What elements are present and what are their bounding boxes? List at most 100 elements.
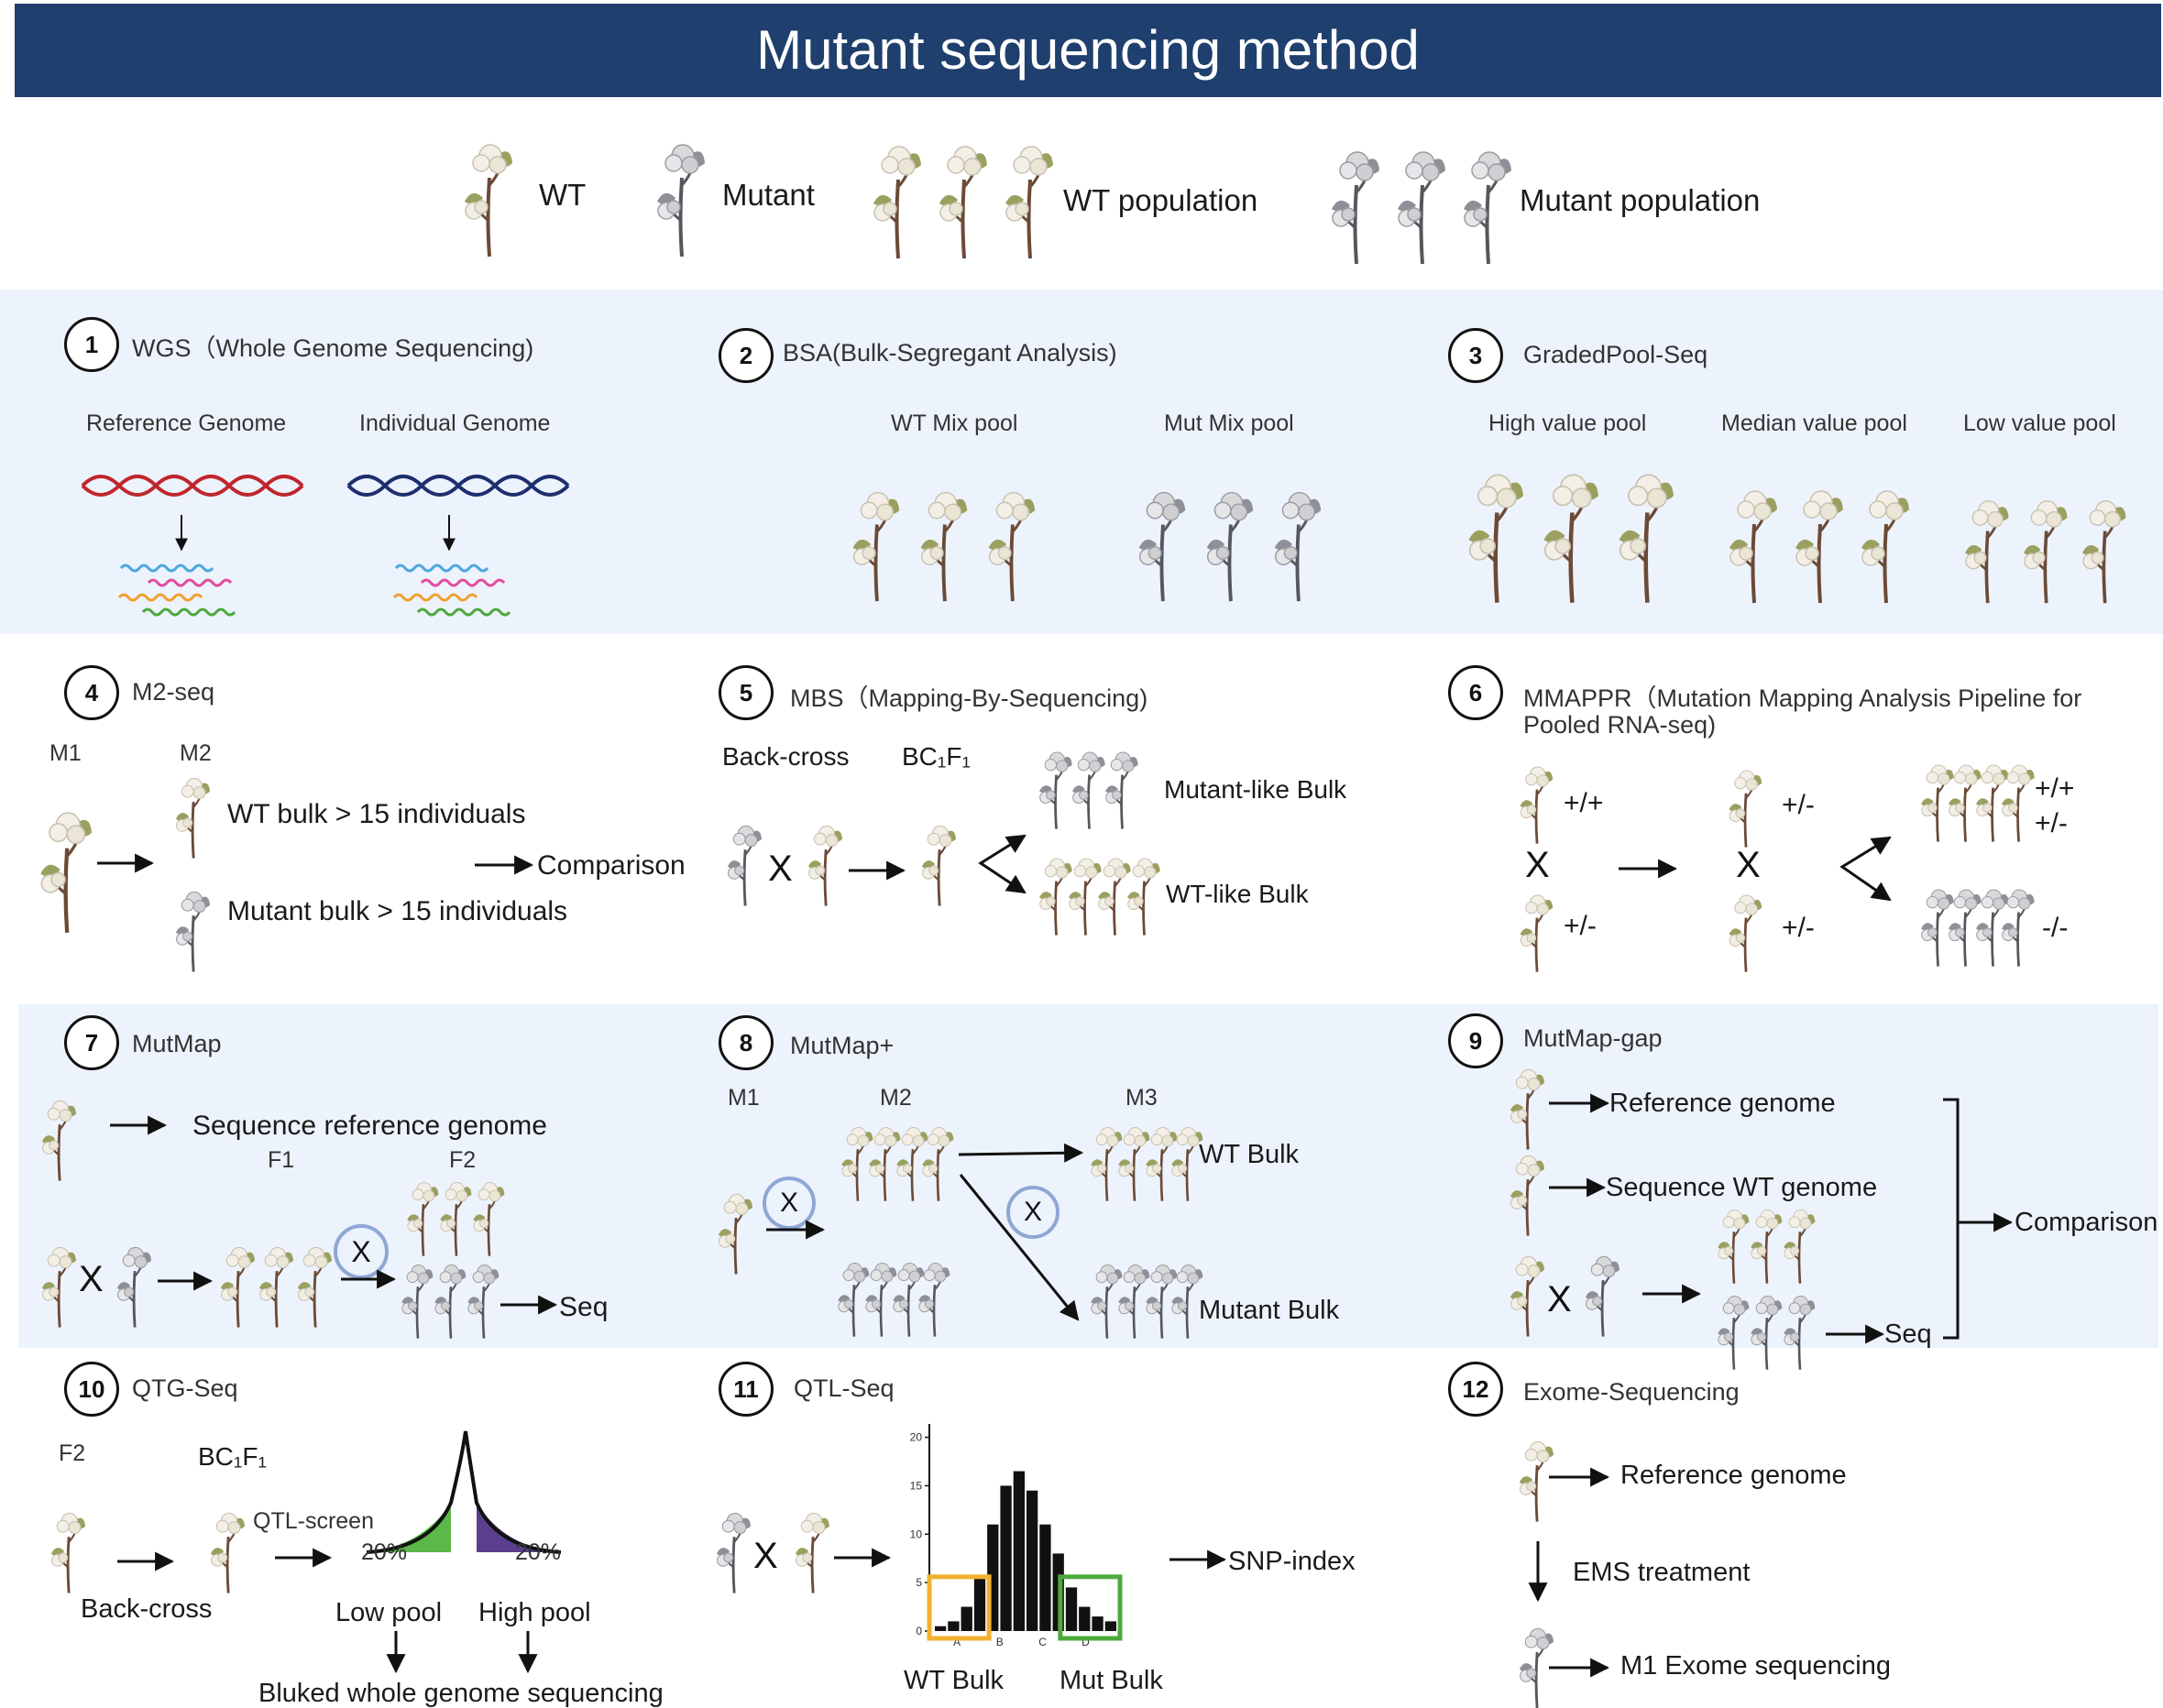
histogram-bar-12 [1092,1616,1103,1631]
s1-title: WGS（Whole Genome Sequencing) [132,334,534,362]
histogram-bar-5 [1000,1485,1012,1631]
x-tick-label-0: A [953,1636,961,1648]
title-bar: Mutant sequencing method [15,4,2161,97]
s4-mutant-bulk-label: Mutant bulk > 15 individuals [227,896,568,926]
legend-wt-population-icon [863,132,1065,260]
s6-mut-outcome-plants [1919,888,2035,968]
highlight-box-1 [1058,1574,1123,1641]
s1-number-badge: 1 [64,317,119,372]
s8-self-cross-mark-2: X [1023,1197,1042,1227]
s8-self-cross-mark-1: X [779,1188,798,1218]
s2-wt-pool-plants [843,478,1054,603]
s8-wt-bulk-label: WT Bulk [1199,1140,1300,1169]
s3-low-pool-plants [1956,487,2139,605]
s8-m3-wt-plants [1089,1126,1204,1202]
s12-title: Exome-Sequencing [1523,1378,1740,1406]
s7-title: MutMap [132,1030,222,1057]
legend-mutant-icon [647,130,711,258]
s8-title: MutMap+ [790,1032,895,1059]
s5-mutant-like-label: Mutant-like Bulk [1164,775,1347,804]
s4-comparison-label: Comparison [537,850,686,881]
s6-f1-label-1: +/- [1782,790,1815,820]
s2-mut-pool-label: Mut Mix pool [1164,411,1294,436]
s10-qtl-screen-label: QTL-screen [253,1508,374,1534]
highlight-box-0 [927,1574,992,1641]
band-row-3 [18,1004,2158,1348]
s10-f2-plant [49,1511,87,1594]
histogram-bar-0 [935,1626,947,1631]
s7-cross-mark: X [79,1259,104,1299]
s6-f1-label-2: +/- [1782,913,1815,943]
s1-individual-genome-label: Individual Genome [359,411,551,436]
s12-number-badge: 12 [1448,1362,1503,1417]
s9-cross-mark: X [1547,1279,1572,1319]
histogram-bar-1 [948,1621,960,1631]
s5-cross-mark: X [768,849,793,889]
s6-outcome-mm-label: -/- [2042,913,2069,943]
s5-number-badge: 5 [719,665,774,720]
s11-title: QTL-Seq [794,1374,895,1402]
s5-arrows [849,834,1027,894]
s8-m3-mut-plants [1089,1264,1204,1340]
s5-wt-like-label: WT-like Bulk [1166,880,1309,908]
s9-arrows [1549,1093,2014,1344]
s5-wt-like-plants [1038,857,1162,936]
y-tick-label-0: 0 [916,1625,922,1637]
y-tick-label-3: 15 [910,1479,923,1492]
histogram-bar-6 [1013,1471,1025,1631]
x-tick-label-3: D [1082,1636,1090,1648]
s6-title-line1: MMAPPR（Mutation Mapping Analysis Pipelin… [1523,684,2082,712]
legend-wt-label: WT [539,178,587,212]
s5-bc1f1-label: BC₁F₁ [902,742,971,771]
s6-parent-pp-plant [1519,765,1554,845]
x-tick-label-2: C [1038,1636,1047,1648]
s6-wt-outcome-plants [1919,763,2035,843]
s11-wt-bulk-label: WT Bulk [904,1666,1005,1695]
s10-number-badge: 10 [64,1362,119,1417]
s3-high-pool-label: High value pool [1488,411,1647,436]
s6-cross-mark-1: X [1525,845,1550,885]
s9-seq-label: Seq [1884,1319,1932,1349]
s1-reference-genome-label: Reference Genome [86,411,287,436]
s5-mutant-like-plants [1038,750,1140,830]
s8-self-cross-circle-1: X [763,1177,816,1230]
s11-mutant-parent [715,1511,752,1594]
y-tick-label-4: 20 [910,1431,923,1444]
s3-low-pool-label: Low value pool [1963,411,2116,436]
s11-number-badge: 11 [719,1362,774,1417]
s3-median-pool-plants [1719,476,1921,605]
s4-wt-bulk-label: WT bulk > 15 individuals [227,799,526,829]
s12-reference-genome-label: Reference genome [1620,1461,1847,1490]
s5-title: MBS（Mapping-By-Sequencing) [790,684,1148,712]
s7-arrows [110,1115,558,1315]
s3-number-badge: 3 [1448,328,1503,383]
s7-sequence-reference-label: Sequence reference genome [192,1111,547,1141]
s10-bulked-label: Bluked whole genome sequencing [258,1679,664,1708]
histogram-bar-3 [973,1577,986,1631]
s12-m1-exome-label: M1 Exome sequencing [1620,1651,1891,1681]
s11-mut-bulk-label: Mut Bulk [1060,1666,1163,1695]
s10-high-pct-label: 20% [515,1539,562,1565]
s9-number-badge: 9 [1448,1013,1503,1068]
s2-number-badge: 2 [719,328,774,383]
histogram-bar-7 [1027,1490,1038,1631]
s7-self-cross-circle: X [334,1224,389,1279]
s6-parent-pp-label: +/+ [1564,788,1604,818]
s6-cross-mark-2: X [1736,845,1761,885]
s9-title: MutMap-gap [1523,1024,1663,1052]
histogram-bar-8 [1039,1524,1051,1631]
s8-m1-plant [717,1192,754,1276]
s11-snp-index-label: SNP-index [1228,1547,1356,1576]
s12-ems-label: EMS treatment [1573,1558,1751,1587]
s8-m2-label: M2 [880,1085,912,1111]
s4-arrows [97,853,534,875]
s10-low-pool-label: Low pool [335,1598,443,1627]
legend-mutant-population-label: Mutant population [1520,183,1761,217]
s6-parent-pm-plant [1519,893,1554,973]
s2-title: BSA(Bulk-Segregant Analysis) [783,339,1117,367]
histogram-bar-11 [1079,1606,1091,1631]
s8-number-badge: 8 [719,1015,774,1070]
s7-self-cross-mark: X [351,1235,371,1268]
